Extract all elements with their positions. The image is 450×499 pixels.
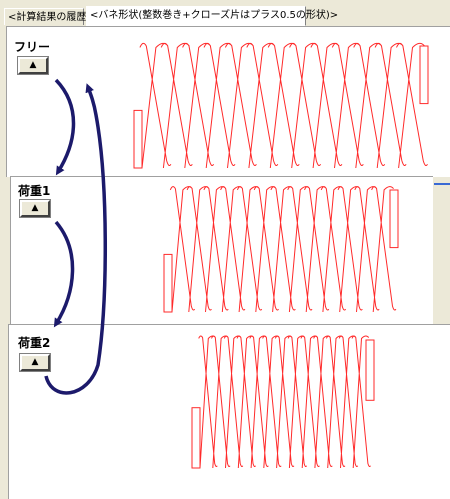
panel-free — [6, 26, 450, 177]
arrow-load2-to-free-icon — [44, 83, 107, 395]
load1-up-button[interactable]: ▲ — [19, 199, 51, 218]
load2-up-button[interactable]: ▲ — [19, 353, 51, 372]
spring-end-cap-left — [191, 407, 201, 469]
triangle-up-icon: ▲ — [31, 357, 39, 367]
spring-load2 — [191, 335, 375, 469]
tab-calculation-history[interactable]: <計算結果の履歴> — [4, 8, 95, 25]
tab-spring-shape[interactable]: <バネ形状(整数巻き+クローズ片はプラス0.5の形状)> — [86, 6, 338, 26]
state-label-load1: 荷重1 — [18, 184, 51, 198]
state-label-free: フリー — [14, 40, 51, 54]
spring-end-cap-right — [365, 339, 375, 401]
spring-end-cap-right — [389, 189, 399, 249]
arrow-load1-to-load2-icon — [53, 220, 75, 328]
spring-free — [133, 42, 429, 169]
spring-end-cap-left — [133, 109, 143, 169]
spring-coil — [198, 335, 371, 469]
triangle-up-icon: ▲ — [29, 60, 37, 70]
spring-end-cap-left — [163, 253, 173, 313]
state-label-load2: 荷重2 — [18, 336, 51, 350]
tab-bar: <計算結果の履歴> <バネ形状(整数巻き+クローズ片はプラス0.5の形状)> — [0, 0, 450, 26]
spring-load1 — [163, 186, 399, 313]
springs-group — [133, 42, 429, 469]
arrow-free-to-load1-icon — [54, 78, 76, 176]
panel-load1 — [10, 176, 433, 325]
spring-coil — [139, 42, 428, 169]
spring-end-cap-right — [419, 45, 429, 105]
triangle-up-icon: ▲ — [31, 203, 39, 213]
free-up-button[interactable]: ▲ — [17, 56, 49, 75]
spring-coil — [169, 186, 397, 313]
